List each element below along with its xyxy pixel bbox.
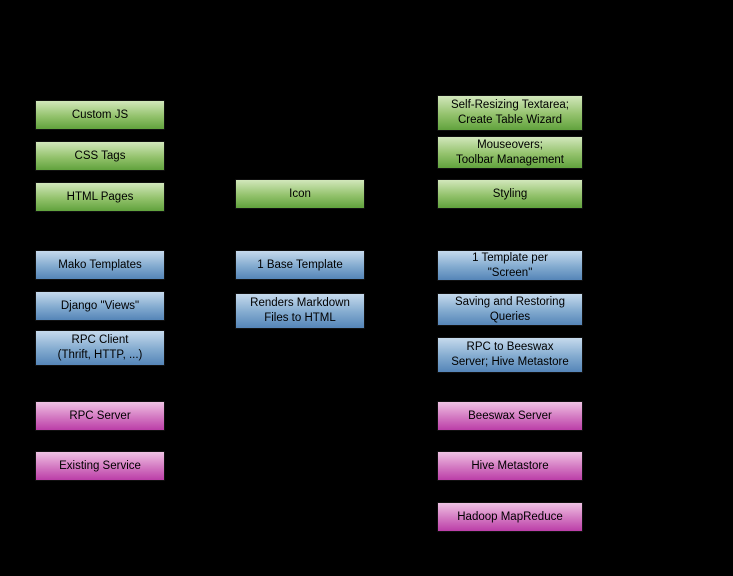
box-css-tags: CSS Tags <box>35 141 165 171</box>
box-template-per-screen: 1 Template per "Screen" <box>437 250 583 281</box>
box-icon: Icon <box>235 179 365 209</box>
box-mako-templates: Mako Templates <box>35 250 165 280</box>
box-custom-js: Custom JS <box>35 100 165 130</box>
box-django-views: Django "Views" <box>35 291 165 321</box>
box-rpc-to-beeswax: RPC to Beeswax Server; Hive Metastore <box>437 337 583 373</box>
box-mouseovers: Mouseovers; Toolbar Management <box>437 136 583 169</box>
box-html-pages: HTML Pages <box>35 182 165 212</box>
box-self-resizing: Self-Resizing Textarea; Create Table Wiz… <box>437 95 583 131</box>
box-saving-restoring: Saving and Restoring Queries <box>437 293 583 326</box>
box-one-base-template: 1 Base Template <box>235 250 365 280</box>
box-hadoop-mapreduce: Hadoop MapReduce <box>437 502 583 532</box>
box-beeswax-server: Beeswax Server <box>437 401 583 431</box>
box-rpc-client: RPC Client (Thrift, HTTP, ...) <box>35 330 165 366</box>
box-styling: Styling <box>437 179 583 209</box>
box-renders-markdown: Renders Markdown Files to HTML <box>235 293 365 329</box>
box-rpc-server: RPC Server <box>35 401 165 431</box>
box-existing-service: Existing Service <box>35 451 165 481</box>
box-hive-metastore: Hive Metastore <box>437 451 583 481</box>
